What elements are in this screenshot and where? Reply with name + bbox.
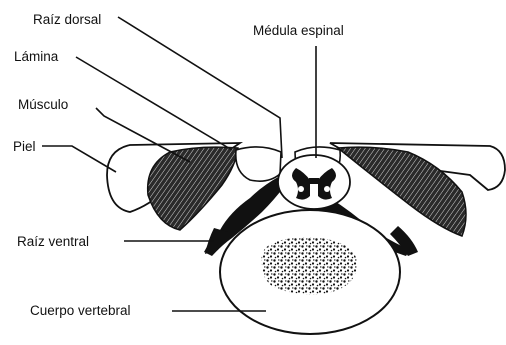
label-dorsal-root: Raíz dorsal	[33, 13, 101, 27]
leader-lamina	[76, 57, 232, 150]
lamina-left	[236, 147, 281, 181]
muscle-left	[148, 147, 238, 230]
label-skin: Piel	[13, 140, 36, 154]
label-spinal-cord: Médula espinal	[253, 24, 344, 38]
label-ventral-root: Raíz ventral	[17, 235, 89, 249]
cancellous-bone	[261, 237, 357, 294]
leader-skin	[42, 146, 116, 172]
label-lamina: Lámina	[14, 50, 58, 64]
label-vertebral-body: Cuerpo vertebral	[30, 304, 131, 318]
label-muscle: Músculo	[18, 98, 68, 112]
